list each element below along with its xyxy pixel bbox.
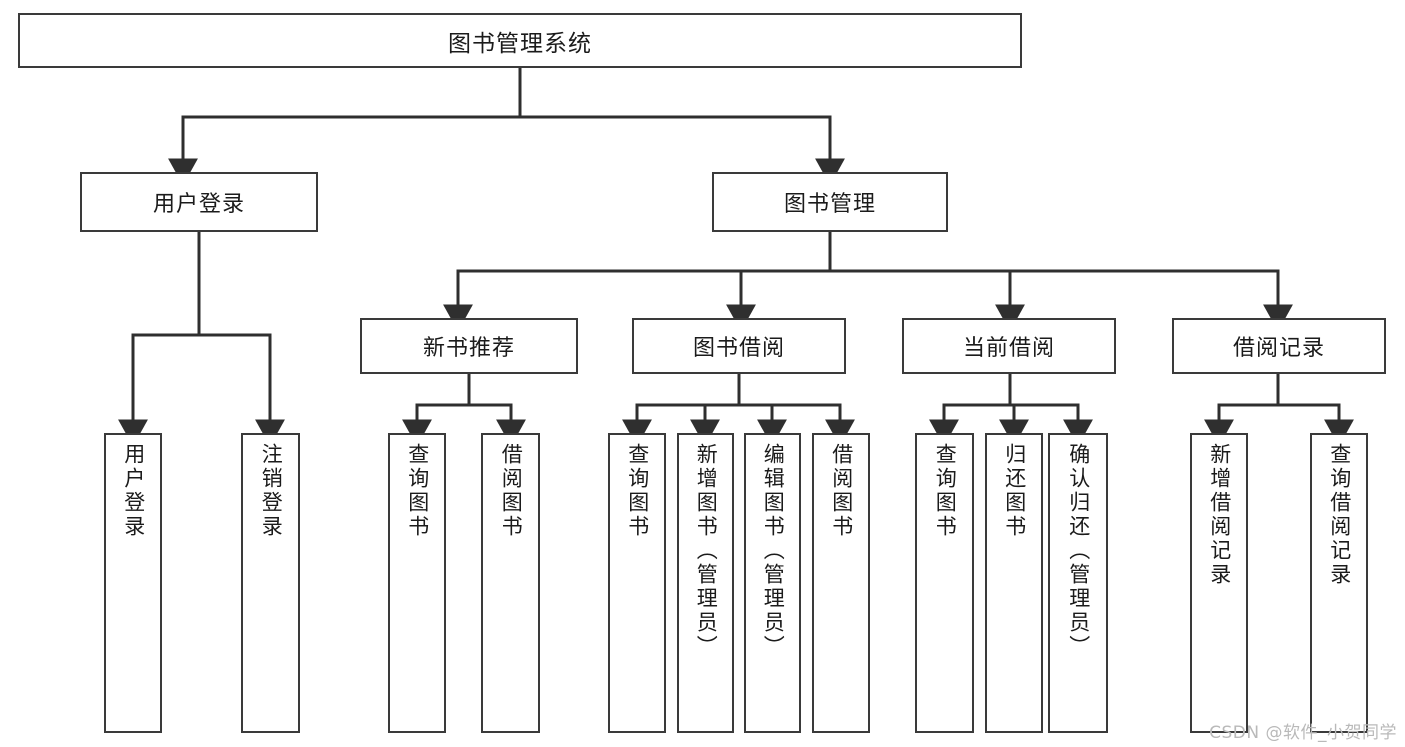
node-current-borrow[interactable]: 当前借阅 xyxy=(902,318,1116,374)
node-label: 用户登录 xyxy=(152,192,245,217)
watermark-text: CSDN @软件_小贺同学 xyxy=(1209,723,1397,743)
node-label: 借阅记录 xyxy=(1232,336,1325,361)
node-label: 注销登录 xyxy=(259,443,284,539)
node-root-book-management-system[interactable]: 图书管理系统 xyxy=(18,13,1022,68)
leaf-book-borrow-add-book[interactable]: 新增图书（管理员） xyxy=(677,433,734,733)
leaf-new-book-query-book[interactable]: 查询图书 xyxy=(388,433,446,733)
leaf-borrow-record-query-record[interactable]: 查询借阅记录 xyxy=(1310,433,1368,733)
node-label: 图书管理系统 xyxy=(448,30,592,57)
leaf-book-borrow-borrow-book[interactable]: 借阅图书 xyxy=(812,433,870,733)
node-label: 确认归还（管理员） xyxy=(1066,443,1091,659)
node-label: 新增借阅记录 xyxy=(1207,443,1232,587)
leaf-user-login-logout[interactable]: 注销登录 xyxy=(241,433,300,733)
node-label: 新书推荐 xyxy=(422,336,515,361)
leaf-new-book-borrow-book[interactable]: 借阅图书 xyxy=(481,433,540,733)
node-label: 查询图书 xyxy=(625,443,650,539)
node-label: 借阅图书 xyxy=(499,443,524,539)
node-label: 查询图书 xyxy=(933,443,958,539)
node-user-login[interactable]: 用户登录 xyxy=(80,172,318,232)
node-borrow-record[interactable]: 借阅记录 xyxy=(1172,318,1386,374)
node-label: 新增图书（管理员） xyxy=(694,443,719,659)
leaf-current-borrow-confirm-return[interactable]: 确认归还（管理员） xyxy=(1048,433,1108,733)
node-label: 图书管理 xyxy=(783,192,876,217)
node-label: 借阅图书 xyxy=(829,443,854,539)
node-book-borrow[interactable]: 图书借阅 xyxy=(632,318,846,374)
leaf-book-borrow-query-book[interactable]: 查询图书 xyxy=(608,433,666,733)
node-label: 编辑图书（管理员） xyxy=(761,443,786,659)
node-label: 查询图书 xyxy=(405,443,430,539)
leaf-book-borrow-edit-book[interactable]: 编辑图书（管理员） xyxy=(744,433,801,733)
leaf-current-borrow-return-book[interactable]: 归还图书 xyxy=(985,433,1043,733)
node-label: 当前借阅 xyxy=(962,336,1055,361)
node-label: 用户登录 xyxy=(121,443,146,539)
node-label: 图书借阅 xyxy=(692,336,785,361)
leaf-user-login-login[interactable]: 用户登录 xyxy=(104,433,162,733)
leaf-current-borrow-query-book[interactable]: 查询图书 xyxy=(915,433,974,733)
node-label: 查询借阅记录 xyxy=(1327,443,1352,587)
leaf-borrow-record-add-record[interactable]: 新增借阅记录 xyxy=(1190,433,1248,733)
node-label: 归还图书 xyxy=(1002,443,1027,539)
node-new-book-recommend[interactable]: 新书推荐 xyxy=(360,318,578,374)
node-book-management[interactable]: 图书管理 xyxy=(712,172,948,232)
